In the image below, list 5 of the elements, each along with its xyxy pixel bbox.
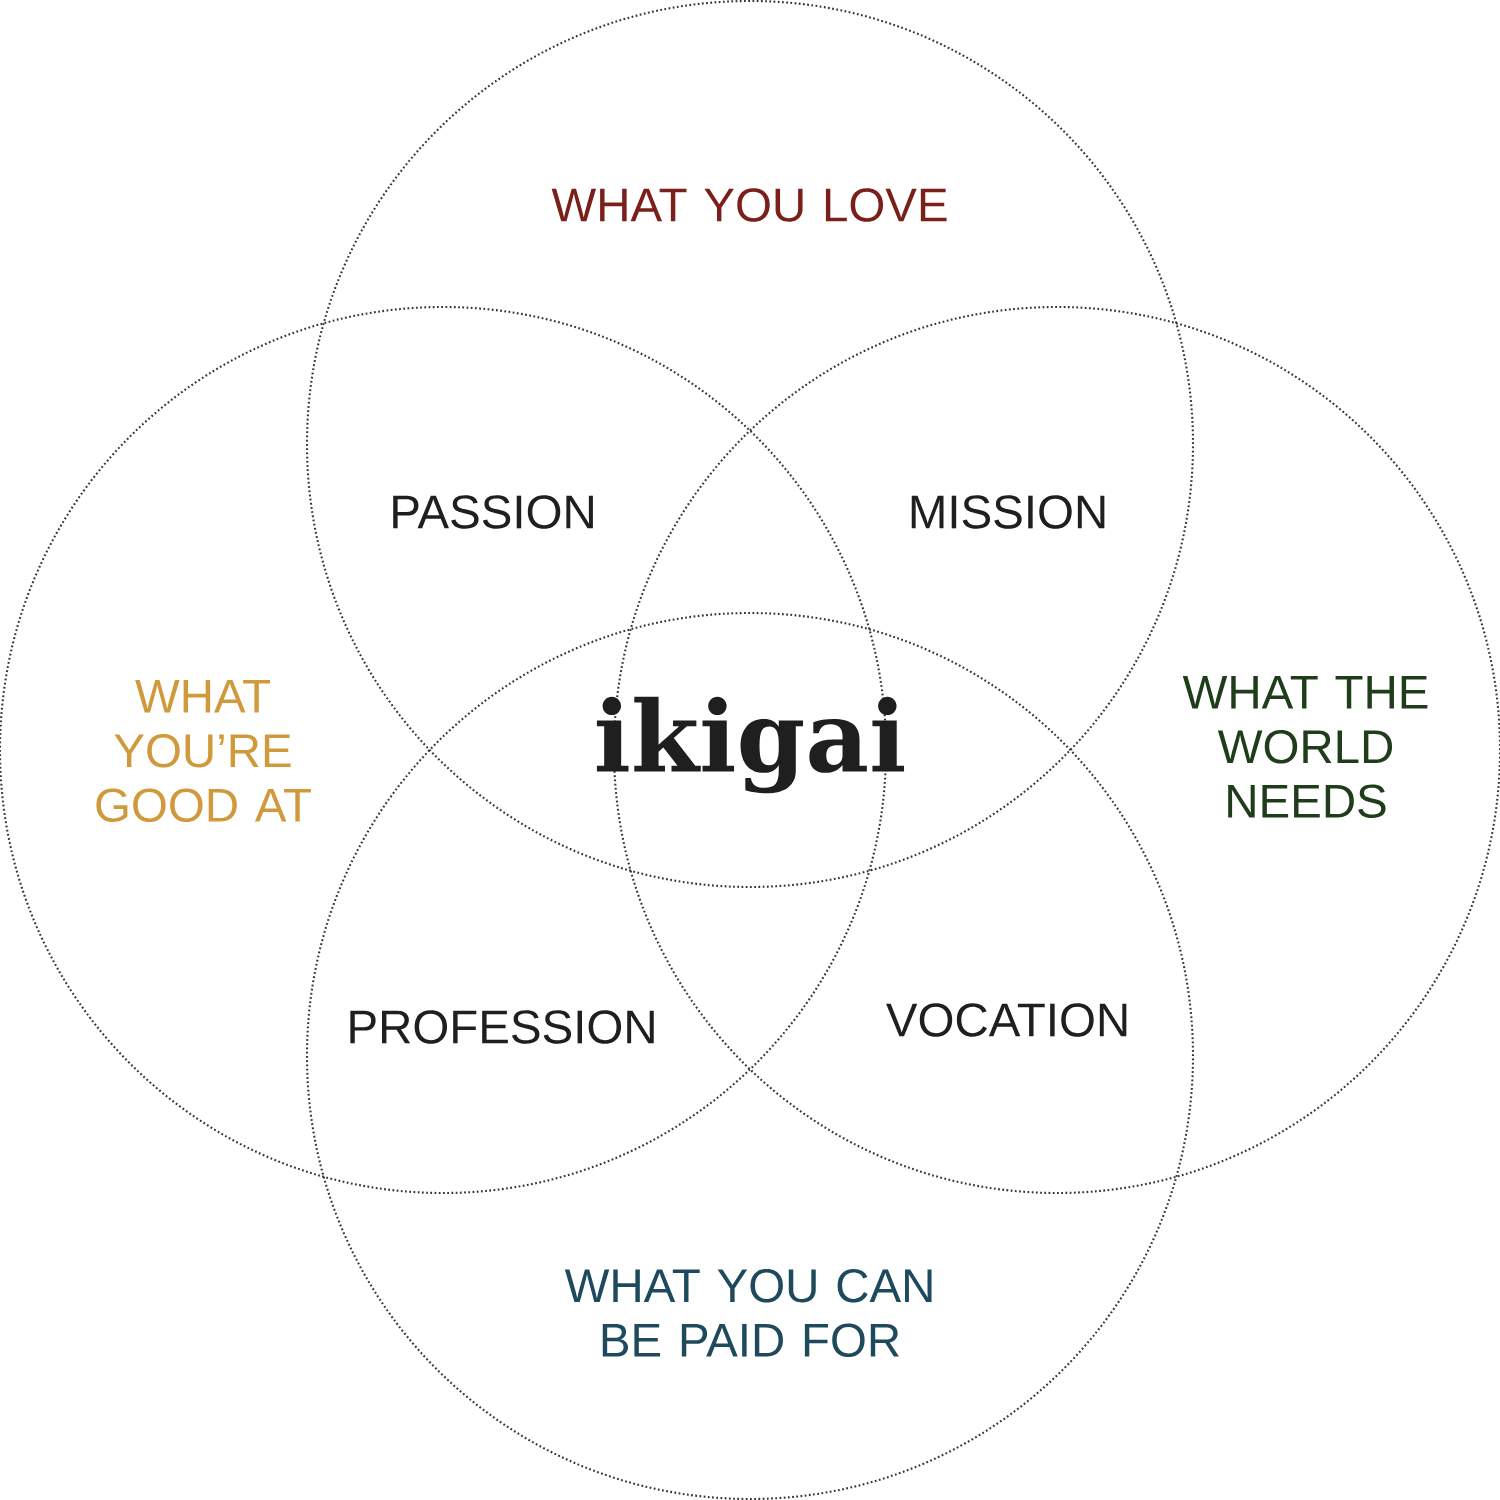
center-label: ikigai: [596, 696, 905, 794]
overlap-label: MISSION: [911, 495, 1105, 529]
overlap-label: PROFESSION: [350, 1010, 654, 1044]
overlap-label: VOCATION: [886, 1003, 1127, 1037]
overlap-label: PASSION: [393, 495, 593, 529]
